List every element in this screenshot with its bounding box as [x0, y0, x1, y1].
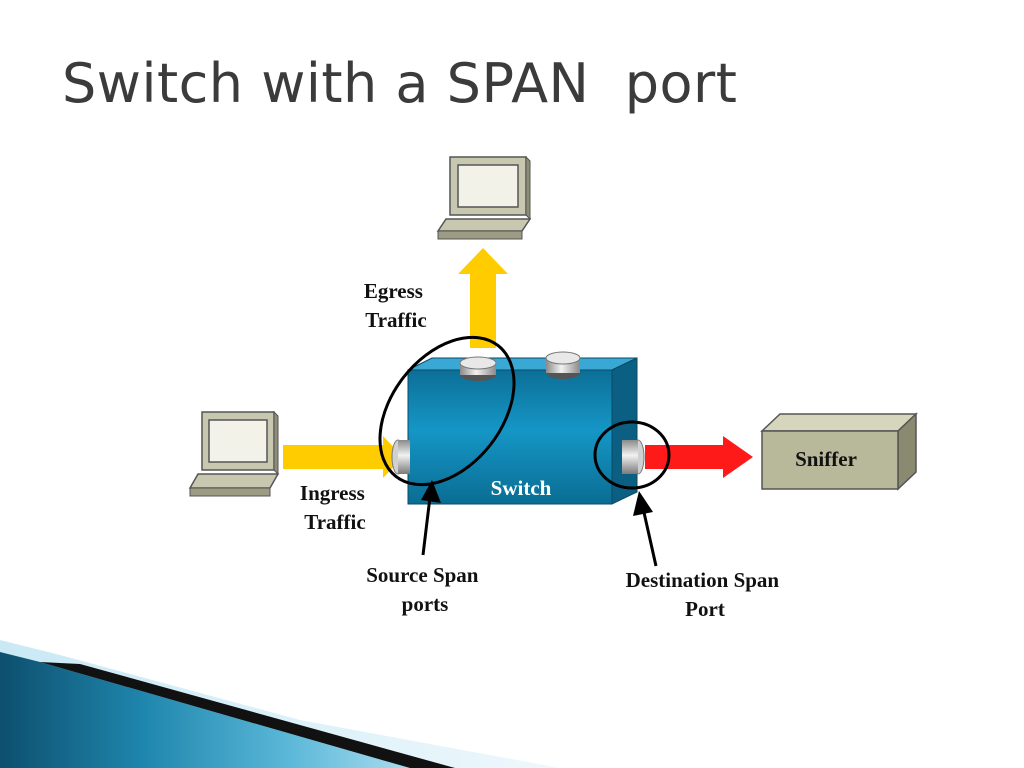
port-icon	[622, 439, 645, 475]
sniffer-label: Sniffer	[795, 447, 857, 471]
sniffer-arrow	[645, 436, 753, 478]
source-span-highlight	[378, 335, 516, 487]
destination-span-highlight	[593, 420, 671, 490]
sniffer-icon	[760, 412, 918, 491]
source-span-label: Source Span ports	[366, 563, 483, 616]
egress-label: Egress Traffic	[364, 279, 428, 332]
slide-title: Switch with a SPAN port	[62, 52, 738, 115]
port-icon	[545, 351, 581, 379]
egress-arrow	[458, 248, 508, 348]
computer-icon	[188, 410, 280, 497]
destination-span-pointer	[633, 491, 658, 567]
port-icon	[459, 356, 497, 381]
ingress-arrow	[283, 436, 403, 478]
switch-label: Switch	[491, 476, 552, 500]
source-span-pointer	[421, 480, 441, 556]
ingress-label: Ingress Traffic	[300, 481, 370, 534]
destination-span-label: Destination Span Port	[626, 568, 785, 621]
bottom-decoration	[0, 640, 560, 768]
port-icon	[391, 439, 410, 475]
computer-icon	[436, 155, 532, 240]
